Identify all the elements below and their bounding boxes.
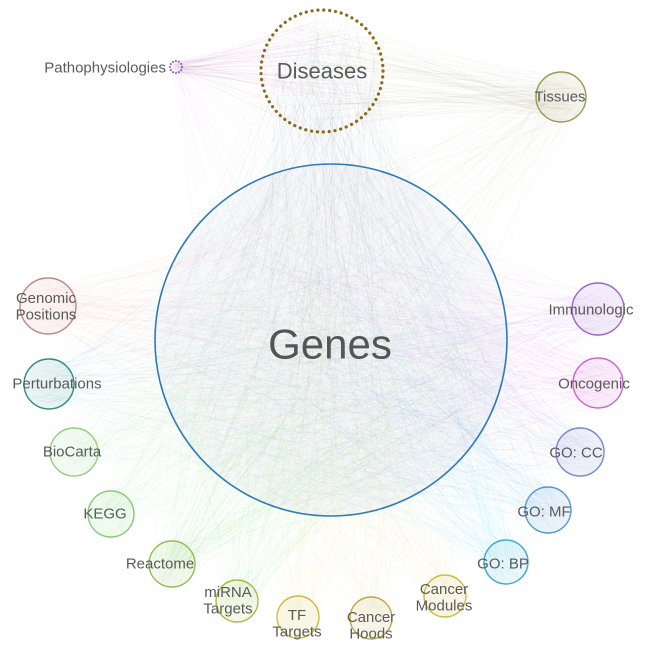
label-oncogenic: Oncogenic	[558, 375, 630, 392]
node-go-mf[interactable]	[524, 486, 572, 534]
edges-cancer-modules-genes	[163, 194, 489, 617]
node-diseases[interactable]	[259, 8, 385, 134]
edges-kegg-genes	[91, 166, 490, 537]
node-mirna-targets[interactable]	[215, 579, 259, 623]
label-pathophysiologies: Pathophysiologies	[44, 59, 166, 76]
label-biocarta: BioCarta	[43, 443, 102, 460]
edges-reactome-genes	[150, 184, 499, 586]
node-go-cc[interactable]	[555, 427, 605, 477]
edges-diseases-pathophysiologies	[170, 20, 378, 131]
label-go-cc: GO: CC	[549, 444, 603, 461]
node-cancer-hoods[interactable]	[349, 596, 393, 640]
edges-tf-targets-genes	[169, 180, 492, 638]
edges-go-cc-genes	[163, 171, 604, 515]
edges-go-mf-genes	[170, 183, 571, 533]
edges-go-bp-genes	[161, 173, 528, 583]
edges-mirna-targets-genes	[160, 172, 498, 619]
node-perturbations[interactable]	[23, 358, 75, 410]
node-biocarta[interactable]	[49, 427, 99, 477]
label-go-bp: GO: BP	[477, 555, 529, 572]
node-immunologic[interactable]	[571, 282, 625, 336]
node-kegg[interactable]	[87, 490, 135, 538]
label-go-mf: GO: MF	[517, 503, 570, 520]
edges-oncogenic-genes	[158, 169, 622, 504]
node-tf-targets[interactable]	[276, 595, 320, 639]
edges-perturbations-genes	[25, 167, 497, 507]
edges-diseases-genes	[161, 12, 503, 514]
edges-biocarta-genes	[52, 177, 494, 496]
label-genes: Genes	[268, 321, 392, 368]
edges-immunologic-genes	[164, 176, 623, 508]
edges-cancer-hoods-genes	[160, 178, 487, 639]
edge-bundles	[24, 12, 623, 639]
edges-tissues-genes	[166, 72, 586, 508]
node-tissues[interactable]	[535, 71, 587, 123]
label-perturbations: Perturbations	[12, 375, 101, 392]
label-tissues: Tissues	[534, 88, 585, 105]
label-kegg: KEGG	[83, 505, 126, 522]
label-immunologic: Immunologic	[548, 301, 634, 318]
node-pathophysiologies[interactable]	[169, 60, 183, 74]
node-reactome[interactable]	[148, 540, 196, 588]
node-cancer-modules[interactable]	[423, 574, 467, 618]
label-reactome: Reactome	[126, 555, 194, 572]
node-oncogenic[interactable]	[572, 357, 624, 409]
label-diseases: Diseases	[277, 59, 367, 84]
node-genomic-positions[interactable]	[19, 277, 77, 335]
edges-diseases-tissues	[264, 22, 585, 131]
edges-genomic-positions-genes	[24, 192, 506, 515]
node-go-bp[interactable]	[483, 539, 529, 585]
node-genes[interactable]	[154, 163, 508, 517]
